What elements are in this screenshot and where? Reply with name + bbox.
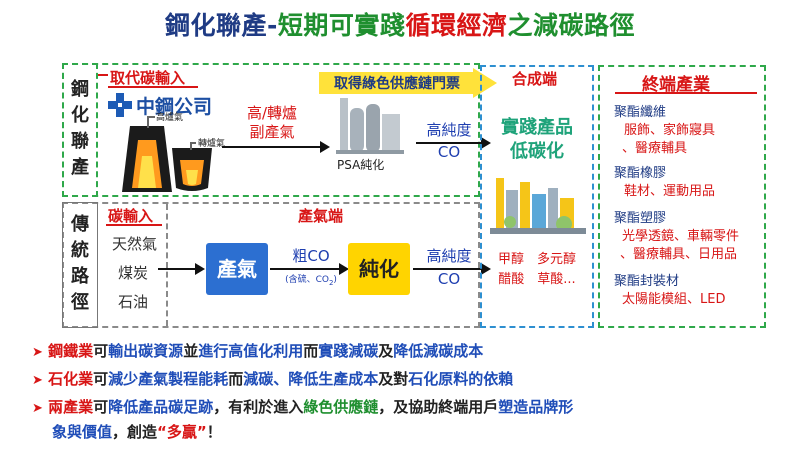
- synthesis-practice-text: 實踐產品 低碳化: [501, 117, 573, 162]
- bottom-co-label: CO: [437, 270, 461, 288]
- carbon-source-natural-gas: 天然氣: [112, 235, 158, 253]
- gas1-label: 高爐氣: [156, 113, 184, 123]
- source-arrow-line: [158, 268, 196, 270]
- top-co-arrow-line: [416, 142, 482, 144]
- bottom-carbon-input-underline: [106, 224, 162, 226]
- purify-box: 純化: [348, 243, 410, 295]
- byproduct-arrow-line: [222, 146, 322, 148]
- bullet-3: ➤ 兩產業可降低產品碳足跡，有利於進入綠色供應鏈，及協助終端用戶塑造品牌形: [32, 398, 574, 416]
- bullet-3-arrow-icon: ➤: [32, 401, 43, 416]
- crude-co-note: (含硫、CO2): [285, 275, 337, 287]
- blast-furnace-icon: [122, 126, 172, 192]
- bullet-2: ➤ 石化業可減少產氣製程能耗而減碳、降低生產成本及對石化原料的依賴: [32, 370, 514, 388]
- end-item-plastic-2: 、醫療輔具、日用品: [620, 247, 738, 262]
- crude-co-arrow-head: [339, 263, 349, 275]
- byproduct-arrow-head: [320, 141, 330, 153]
- end-industry-title: 終端產業: [642, 75, 710, 95]
- carbon-source-coal: 煤炭: [118, 264, 149, 282]
- bottom-co-arrow-line: [413, 268, 482, 270]
- top-section-label: 鋼 化 聯 產: [71, 79, 89, 178]
- bottom-section-label: 傳 統 路 徑: [71, 214, 89, 313]
- green-ticket-label: 取得綠色供應鏈門票: [334, 76, 460, 92]
- end-item-plastic-1: 光學透鏡、車輛零件: [622, 229, 740, 244]
- page-title: 鋼化聯產-短期可實踐循環經濟之減碳路徑: [165, 11, 635, 40]
- end-group-rubber: 聚酯橡膠: [614, 166, 667, 181]
- products-line2: 醋酸 草酸...: [498, 272, 576, 287]
- bottom-section-frame: [62, 202, 480, 328]
- bottom-co-arrow-head: [481, 263, 491, 275]
- bullet-1: ➤ 鋼鐵業可輸出碳資源並進行高值化利用而實踐減碳及降低減碳成本: [32, 342, 484, 360]
- gas-box: 產氣: [206, 243, 268, 295]
- bullet-2-arrow-icon: ➤: [32, 373, 43, 388]
- end-item-encapsulant-1: 太陽能模組、LED: [622, 292, 726, 307]
- top-section-label-box: [62, 63, 98, 197]
- bottom-section-label-box: [62, 202, 98, 328]
- carbon-input-underline: [108, 86, 198, 88]
- end-group-fiber: 聚酯纖維: [614, 105, 667, 120]
- gas2-pipe-vertical: [190, 142, 192, 150]
- synthesis-frame: [480, 65, 594, 328]
- crude-co-label: 粗CO: [292, 247, 330, 265]
- top-co-label: CO: [437, 143, 461, 161]
- products-line1: 甲醇 多元醇: [497, 252, 576, 267]
- gas1-pipe-horizontal: [147, 116, 155, 118]
- crude-co-arrow-line: [270, 268, 340, 270]
- carbon-source-oil: 石油: [118, 293, 149, 311]
- gas1-pipe-vertical: [147, 116, 149, 128]
- green-ticket-arrow: [319, 68, 497, 98]
- company-logo-icon: [108, 93, 132, 117]
- bullet-3-continued: 象與價值，創造“多贏”！: [52, 423, 222, 441]
- top-co-arrow-head: [481, 137, 491, 149]
- psa-plant-icon: [336, 98, 404, 154]
- bottom-carbon-input-label: 碳輸入: [108, 207, 154, 225]
- gas2-pipe-horizontal: [190, 142, 196, 144]
- carbon-input-label: 取代碳輸入: [110, 69, 186, 87]
- bottom-inner-divider: [166, 204, 168, 326]
- carbon-input-vline: [98, 74, 108, 76]
- factory-icon: [490, 178, 586, 234]
- psa-label: PSA純化: [337, 158, 385, 172]
- gas2-label: 轉爐氣: [198, 139, 226, 149]
- bullet-1-arrow-icon: ➤: [32, 345, 43, 360]
- converter-furnace-icon: [172, 148, 212, 191]
- top-high-purity-label: 高純度: [426, 121, 472, 139]
- synthesis-label: 合成端: [512, 70, 558, 88]
- end-industry-frame: [598, 65, 766, 328]
- company-logo: 中鋼公司: [108, 92, 238, 118]
- end-item-fiber-1: 服飾、家飾寢具: [624, 123, 716, 138]
- bottom-high-purity-label: 高純度: [426, 247, 472, 265]
- company-name: 中鋼公司: [136, 96, 213, 118]
- end-item-fiber-2: 、醫療輔具: [622, 141, 688, 156]
- end-group-plastic: 聚酯塑膠: [614, 211, 667, 226]
- byproduct-gas-label: 高/轉爐 副產氣: [246, 104, 298, 141]
- gas-end-label: 產氣端: [298, 207, 344, 225]
- end-group-encapsulant: 聚酯封裝材: [614, 274, 680, 289]
- source-arrow-head: [195, 263, 205, 275]
- end-industry-title-underline: [615, 92, 757, 94]
- end-item-rubber-1: 鞋材、運動用品: [624, 184, 716, 199]
